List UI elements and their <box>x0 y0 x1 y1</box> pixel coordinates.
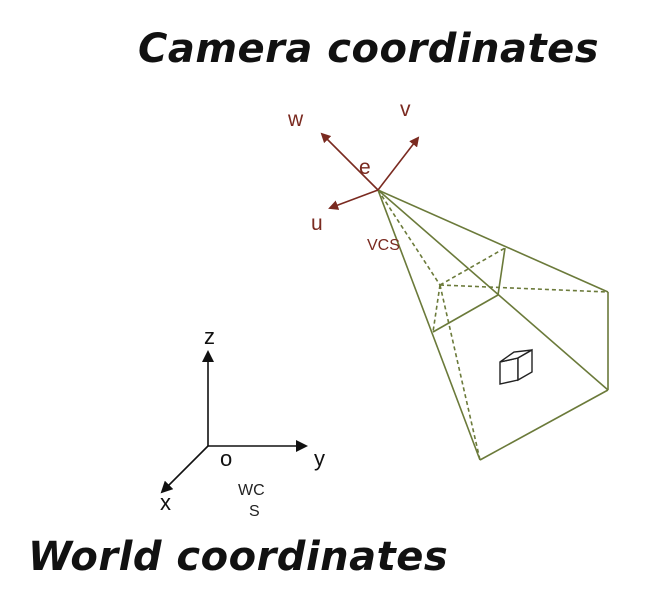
cube-object-icon <box>499 348 533 385</box>
camera-axes <box>320 132 420 210</box>
camera-w-label: w <box>287 108 304 131</box>
wcs-label-line2: S <box>249 503 260 520</box>
frustum-hidden-edges <box>377 189 609 461</box>
camera-u-label: u <box>311 212 323 235</box>
camera-coordinates-title: Camera coordinates <box>138 26 600 72</box>
view-frustum <box>377 189 609 461</box>
far-plane-bottom-edge <box>479 389 609 461</box>
world-z-label: z <box>204 324 215 349</box>
world-coordinates-title: World coordinates <box>28 534 449 580</box>
frustum-ray-bottom <box>377 189 481 461</box>
far-plane-top-edge <box>377 189 609 293</box>
camera-eye-label: e <box>359 156 371 179</box>
world-x-axis <box>160 445 209 494</box>
world-axes <box>160 350 308 494</box>
frustum-ray-lower-right <box>377 189 609 391</box>
wcs-label-line1: WC <box>238 482 265 499</box>
camera-u-axis <box>328 189 379 210</box>
world-y-label: y <box>314 446 325 471</box>
near-plane-bottom <box>432 294 499 333</box>
camera-v-label: v <box>400 98 411 121</box>
world-origin-label: o <box>220 446 232 471</box>
vcs-label: VCS <box>367 237 400 254</box>
world-x-label: x <box>160 490 171 515</box>
camera-w-axis <box>320 132 379 191</box>
camera-v-axis <box>377 136 420 191</box>
